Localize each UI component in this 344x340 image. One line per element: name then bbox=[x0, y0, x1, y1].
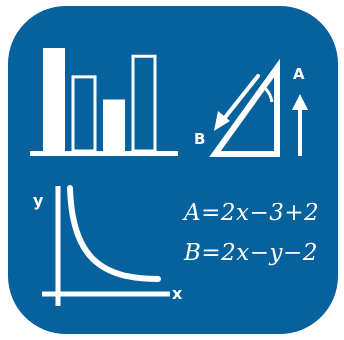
right-triangle bbox=[209, 58, 280, 157]
label-b: B bbox=[194, 130, 205, 148]
angle-arc bbox=[261, 84, 274, 103]
icon-artwork: A B y x bbox=[30, 48, 308, 306]
decay-curve bbox=[67, 185, 161, 282]
bar-chart-baseline bbox=[30, 151, 178, 156]
arrow-b-head bbox=[214, 111, 230, 131]
x-axis-label: x bbox=[172, 284, 183, 303]
label-a: A bbox=[293, 65, 305, 83]
bar-2 bbox=[71, 75, 97, 153]
bar-chart-icon bbox=[30, 48, 178, 156]
triangle-icon: A B bbox=[194, 58, 308, 157]
arrow-b-shaft bbox=[221, 74, 260, 122]
formula-b: B=2x−y−2 bbox=[184, 240, 318, 266]
app-icon[interactable]: A B y x A=2x−3+2 B=2x−y−2 bbox=[8, 6, 338, 334]
arrow-a-head bbox=[292, 94, 308, 110]
y-axis-label: y bbox=[33, 191, 44, 210]
formula-a: A=2x−3+2 bbox=[184, 200, 320, 226]
bar-1 bbox=[43, 48, 65, 151]
bar-3 bbox=[103, 99, 125, 151]
curve-graph-icon: y x bbox=[33, 185, 183, 306]
bar-4 bbox=[131, 54, 157, 153]
